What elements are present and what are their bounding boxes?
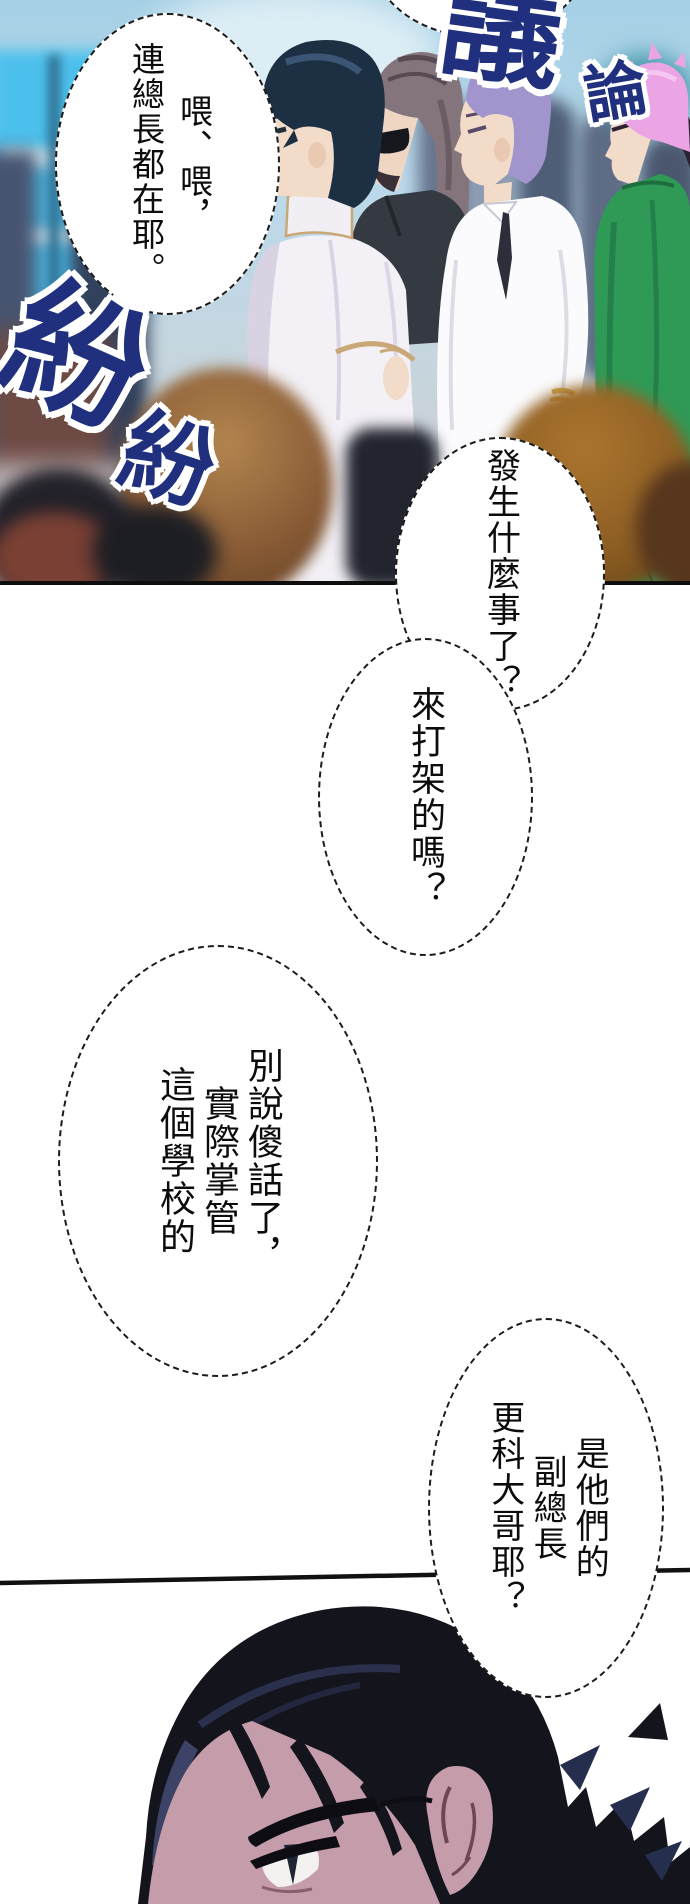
fg-mass-black	[92, 505, 217, 585]
speech-bubble-vice-leader: 是他們的 副總長 更科大哥耶？	[428, 1318, 664, 1698]
goatee	[372, 168, 400, 192]
bubble-vice-text: 是他們的 副總長 更科大哥耶？	[485, 1400, 608, 1616]
speech-bubble-silly: 別說傻話了， 實際掌管 這個學校的	[58, 945, 378, 1377]
closeup-illustration	[0, 1567, 690, 1904]
window-mullion	[48, 55, 60, 305]
sfx-discuss-big: 議	[433, 0, 571, 105]
speech-bubble-fight: 來打架的嗎？	[318, 638, 533, 956]
speech-bubble-hey: 喂、喂， 連總長都在耶。	[55, 13, 280, 315]
panel-border-line	[0, 581, 690, 585]
bubble-fight-text: 來打架的嗎？	[406, 686, 445, 908]
sfx-discuss-small: 論	[579, 53, 653, 132]
bubble-what-text: 發生什麼事了？	[481, 448, 519, 700]
bubble-silly-text: 別說傻話了， 實際掌管 這個學校的	[155, 1047, 283, 1275]
speech-bubble-what-happened: 發生什麼事了？	[395, 437, 605, 711]
loose-tie	[497, 212, 512, 300]
bubble-hey-text: 喂、喂， 連總長都在耶。	[126, 41, 211, 287]
